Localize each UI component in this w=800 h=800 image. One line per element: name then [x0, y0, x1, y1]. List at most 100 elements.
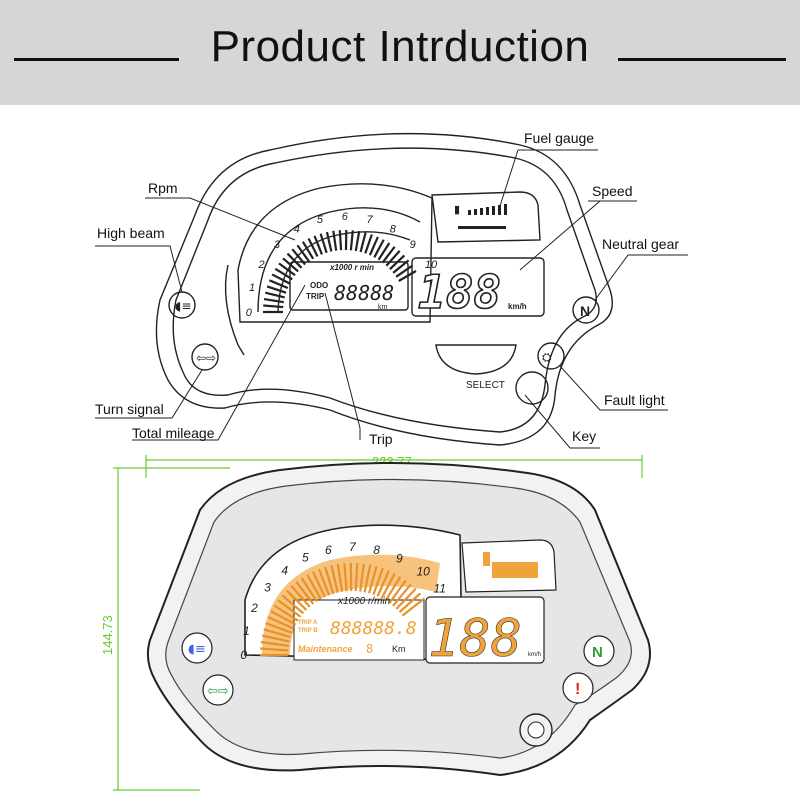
- bottom-rpm-segment: [263, 628, 291, 639]
- leader-rpm: [145, 197, 296, 241]
- bottom-neutral-icon: N: [592, 644, 603, 661]
- bottom-rpm-segment: [273, 604, 299, 622]
- top-rpm-segment: [278, 262, 296, 277]
- top-rpm-arc: [257, 207, 421, 313]
- top-rpm-segment: [282, 257, 299, 273]
- bottom-rpm-segment: [330, 565, 339, 593]
- bottom-rpm-segment: [384, 576, 402, 602]
- bottom-maintenance-digit: 8: [366, 642, 373, 656]
- top-lcd-screen: [289, 261, 409, 311]
- title-banner: Product Intrduction: [0, 0, 800, 105]
- top-rpm-segment: [291, 248, 306, 266]
- bottom-neutral-button: [583, 635, 615, 667]
- bottom-rpm-number: 3: [264, 581, 271, 595]
- bottom-maintenance: Maintenance: [298, 644, 353, 654]
- top-rpm-segment: [313, 235, 323, 255]
- bottom-trip-a: TRIP A: [298, 620, 318, 626]
- top-rpm-number: 3: [274, 239, 281, 251]
- bottom-rpm-segment: [359, 563, 365, 592]
- top-rpm-segment: [377, 242, 391, 261]
- top-fuel-bar: [504, 204, 507, 215]
- top-rpm-number: 4: [294, 224, 300, 236]
- bottom-rpm-number: 7: [349, 540, 357, 554]
- top-speed-unit: km/h: [508, 302, 527, 311]
- bottom-rpm-number: 0: [240, 648, 247, 662]
- top-rpm-segment: [368, 236, 379, 256]
- top-rpm-number: 0: [246, 307, 253, 319]
- bottom-rpm-segment: [290, 585, 311, 608]
- top-fuel-bar: [480, 208, 483, 215]
- bottom-rpm-segment: [372, 567, 384, 596]
- bottom-rpm-number: 10: [416, 564, 430, 578]
- top-fuel-bar: [468, 210, 471, 215]
- top-rpm-number: 9: [410, 239, 416, 251]
- bottom-rpm-segment: [281, 594, 305, 615]
- top-neutral-button: [572, 296, 600, 324]
- bottom-fuel-pump: [483, 552, 490, 566]
- bottom-km: Km: [392, 644, 406, 654]
- bottom-trip-b: TRIP B: [298, 628, 318, 634]
- top-rpm-segment: [373, 239, 385, 258]
- bottom-rpm-segment: [380, 573, 396, 599]
- top-odo-unit: km: [378, 304, 388, 311]
- bottom-rpm-number: 6: [325, 543, 332, 557]
- leader-total-mileage: [132, 284, 306, 441]
- top-rpm-number: 5: [317, 214, 324, 226]
- top-speed-panel: [411, 257, 545, 317]
- label-speed: Speed: [592, 183, 632, 199]
- top-rpm-segment: [389, 254, 406, 271]
- banner-rule-left: [14, 58, 179, 61]
- bottom-rpm-segment: [260, 647, 289, 652]
- top-rpm-segment: [268, 279, 289, 290]
- top-rpm-segment: [271, 273, 291, 285]
- bottom-rpm-segment: [395, 587, 417, 610]
- top-fuel-bar: [474, 209, 477, 215]
- bottom-rpm-number: 1: [243, 624, 250, 638]
- top-key-socket: [515, 371, 549, 405]
- bottom-rpm-number: 11: [434, 582, 446, 596]
- top-dial-outline: [237, 183, 433, 323]
- top-rpm-number: 2: [258, 259, 265, 271]
- top-fault-icon: ⛭: [542, 350, 552, 364]
- top-select-label: SELECT: [466, 380, 505, 391]
- bottom-rpm-segment: [368, 566, 378, 594]
- top-rpm-segment: [395, 264, 414, 278]
- top-left-wing: [224, 264, 245, 356]
- bottom-rpm-segment: [398, 592, 422, 613]
- bottom-rpm-segment: [317, 568, 331, 596]
- top-fuel-bars: [458, 204, 507, 229]
- top-rpm-segment: [286, 252, 303, 269]
- bottom-rpm-segment: [270, 610, 297, 626]
- top-panel: [155, 132, 613, 446]
- bottom-rpm-number: 8: [373, 543, 380, 557]
- bottom-fuel-bar-block: [492, 562, 538, 578]
- bottom-fault-button: [562, 672, 594, 704]
- top-rpm-segment: [385, 250, 401, 267]
- bottom-orange-arc: [262, 554, 440, 655]
- bottom-rpm-segment: [388, 579, 407, 604]
- leader-neutral: [594, 254, 688, 301]
- top-rpm-segment: [349, 230, 354, 251]
- bottom-rpm-number: 2: [250, 601, 258, 615]
- bottom-rpm-segment: [265, 622, 293, 634]
- bottom-rpm-number: 5: [302, 551, 309, 565]
- bottom-rpm-segment: [363, 564, 372, 593]
- dimension-lines: [113, 455, 643, 791]
- top-rpm-unit: x1000 r min: [329, 263, 374, 272]
- bottom-rpm-segment: [401, 597, 426, 617]
- top-select-button: [435, 344, 517, 375]
- top-rpm-number: 6: [342, 211, 349, 223]
- bottom-rpm-unit: x1000 r/min: [337, 596, 391, 607]
- top-rpm-segment: [301, 241, 315, 260]
- top-rpm-segment: [338, 230, 343, 251]
- top-odo-digits: 88888: [334, 281, 394, 305]
- top-turn-signal-button: [191, 343, 219, 371]
- label-key: Key: [572, 428, 596, 444]
- bottom-speed-unit: km/h: [528, 652, 541, 658]
- top-rpm-segment: [265, 291, 286, 299]
- top-fuel-bar: [486, 207, 489, 215]
- label-fault-light: Fault light: [604, 392, 665, 408]
- bottom-rpm-segment: [324, 566, 335, 595]
